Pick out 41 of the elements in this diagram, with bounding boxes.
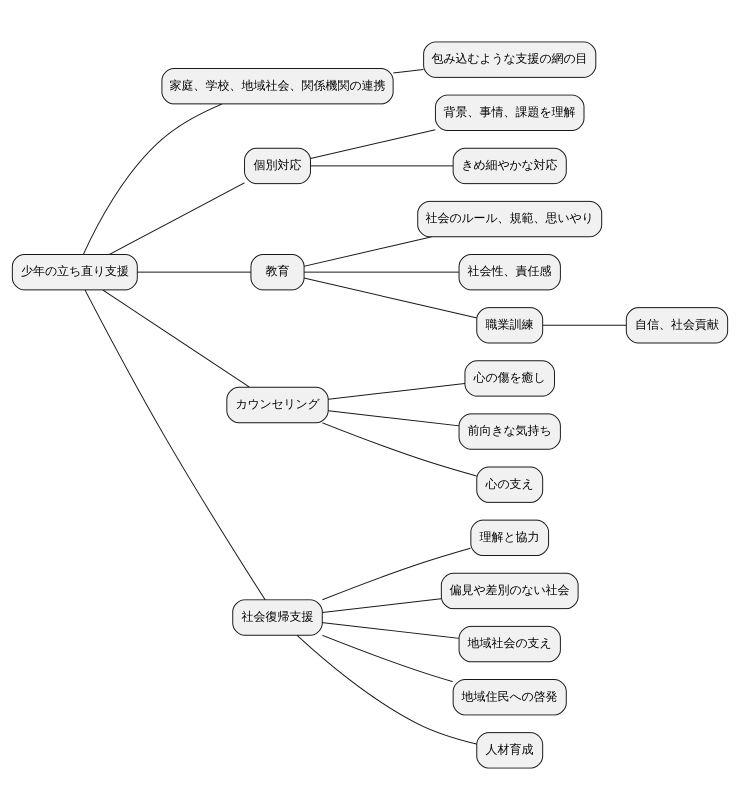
connector (304, 236, 432, 266)
node-box: カウンセリング (226, 386, 329, 423)
connector (82, 102, 223, 254)
connector (310, 164, 454, 166)
connector (328, 382, 466, 400)
node-box: 社会復帰支援 (232, 598, 323, 636)
node-box: 地域住民への啓発 (452, 678, 567, 715)
node-box: 地域社会の支え (458, 625, 561, 662)
node-box: 理解と協力 (470, 519, 550, 556)
connector (542, 324, 627, 326)
connector (304, 277, 478, 318)
connector (322, 634, 454, 682)
node-box: 前向きな気持ち (458, 412, 561, 450)
node-box: 家庭、学校、地域社会、関係機関の連携 (161, 68, 394, 104)
node-box: 社会のルール、規範、思いやり (417, 200, 602, 237)
node-box: 偏見や差別のない社会 (440, 572, 579, 609)
node-box: 職業訓練 (476, 306, 544, 343)
connector (108, 182, 245, 254)
node-box: 教育 (250, 253, 305, 290)
node-box: 心の支え (476, 466, 544, 502)
connector (310, 128, 436, 159)
connector (136, 271, 252, 272)
node-box: 心の傷を癒し (464, 360, 555, 396)
node-box: 個別対応 (244, 147, 311, 184)
node-box: きめ細やかな対応 (452, 147, 567, 184)
node-box: 包み込むような支援の網の目 (423, 40, 596, 78)
node-box: 社会性、責任感 (458, 253, 561, 290)
connector (84, 289, 266, 600)
connector (322, 622, 460, 638)
node-box: 自信、社会貢献 (626, 306, 728, 343)
connector (392, 68, 424, 73)
connector (102, 289, 250, 388)
node-box: 少年の立ち直り支援 (12, 253, 138, 290)
connector (328, 410, 460, 426)
connector (322, 547, 471, 600)
connector (296, 634, 477, 744)
node-box: 人材育成 (476, 732, 544, 768)
connector (322, 422, 478, 476)
connector (304, 271, 460, 272)
node-box: 背景、事情、課題を理解 (434, 94, 584, 130)
connector (322, 598, 442, 612)
